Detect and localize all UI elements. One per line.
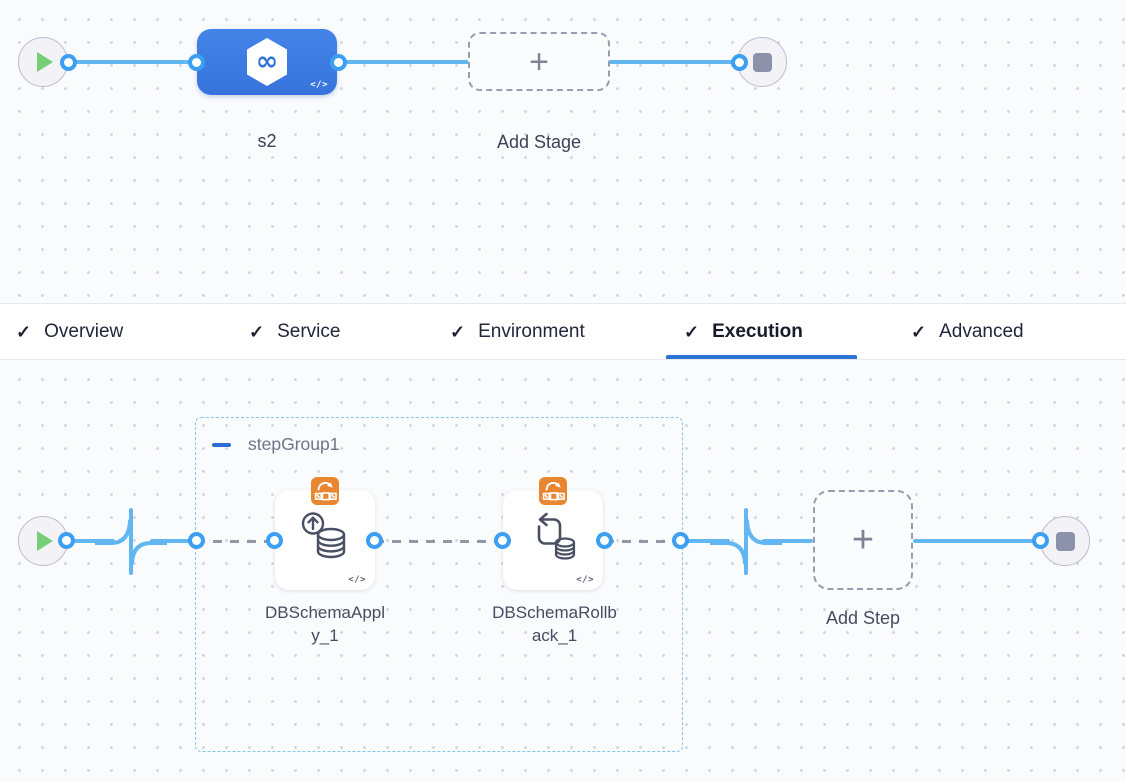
db-schema-rollback-icon [524, 509, 582, 572]
connector-port[interactable] [188, 54, 205, 71]
active-tab-underline [666, 355, 857, 359]
edge-line-dashed [605, 540, 681, 543]
connector-port[interactable] [60, 54, 77, 71]
start-node[interactable] [18, 37, 68, 87]
cd-stage-icon: ∞ [243, 36, 291, 88]
plus-icon: + [529, 42, 549, 81]
edge-line [913, 539, 1041, 543]
add-step-button[interactable]: + [813, 490, 913, 590]
step-name-label: DBSchemaRollback_1 [492, 603, 617, 645]
tab-environment[interactable]: ✓ Environment [450, 304, 585, 360]
cloudformation-icon [539, 477, 567, 510]
add-step-label: Add Step [825, 608, 901, 628]
edge-line [60, 60, 200, 64]
edge-line [762, 539, 813, 543]
play-icon [37, 531, 53, 551]
edge-line [681, 539, 730, 543]
tab-label: Environment [478, 321, 585, 342]
stage-name-label: s2 [257, 131, 277, 151]
stage-canvas: ∞ </> + s2 Add Stage [0, 0, 1126, 303]
step-group-name: stepGroup1 [248, 434, 340, 454]
play-icon [37, 52, 53, 72]
connector-port[interactable] [672, 532, 689, 549]
tab-service[interactable]: ✓ Service [249, 304, 340, 360]
edge-line [150, 539, 196, 543]
tab-overview[interactable]: ✓ Overview [16, 304, 123, 360]
connector-port[interactable] [494, 532, 511, 549]
code-view-icon[interactable]: </> [348, 575, 366, 585]
add-stage-button[interactable]: + [468, 32, 610, 91]
connector-port[interactable] [58, 532, 75, 549]
edge-line [55, 539, 115, 543]
stage-config-tabs: ✓ Overview ✓ Service ✓ Environment ✓ Exe… [0, 303, 1126, 360]
check-icon: ✓ [249, 321, 265, 342]
connector-port[interactable] [266, 532, 283, 549]
step-group-container [195, 417, 683, 752]
tab-label: Service [277, 321, 341, 342]
tab-label: Overview [44, 321, 124, 342]
add-stage-label: Add Stage [496, 132, 582, 152]
code-view-icon[interactable]: </> [310, 80, 328, 90]
connector-port[interactable] [366, 532, 383, 549]
tab-execution[interactable]: ✓ Execution [684, 304, 803, 360]
group-boundary-curve [95, 508, 167, 575]
plus-icon: + [851, 519, 875, 561]
connector-port[interactable] [596, 532, 613, 549]
cloudformation-icon [311, 477, 339, 510]
group-boundary-curve [710, 508, 782, 575]
start-node[interactable] [18, 516, 68, 566]
stage-node-s2[interactable]: ∞ </> [197, 29, 337, 95]
tab-label: Execution [712, 321, 803, 342]
svg-text:∞: ∞ [256, 46, 279, 77]
tab-label: Advanced [939, 321, 1024, 342]
check-icon: ✓ [911, 321, 927, 342]
edge-line-dashed [196, 540, 275, 543]
connector-port[interactable] [188, 532, 205, 549]
check-icon: ✓ [684, 321, 700, 342]
stop-icon [1055, 531, 1075, 551]
connector-port[interactable] [330, 54, 347, 71]
step-node-dbschemaapply[interactable]: </> [275, 477, 375, 590]
edge-line-dashed [375, 540, 503, 543]
execution-canvas: stepGroup1 [0, 360, 1126, 782]
step-group-header: stepGroup1 [212, 434, 339, 455]
connector-port[interactable] [1032, 532, 1049, 549]
step-name-label: DBSchemaApply_1 [265, 603, 386, 645]
tab-advanced[interactable]: ✓ Advanced [911, 304, 1024, 360]
stop-icon [752, 52, 772, 72]
collapse-group-button[interactable] [212, 442, 231, 447]
code-view-icon[interactable]: </> [576, 575, 594, 585]
step-node-dbschemarollback[interactable]: </> [503, 477, 603, 590]
check-icon: ✓ [450, 321, 466, 342]
check-icon: ✓ [16, 321, 32, 342]
connector-port[interactable] [731, 54, 748, 71]
db-schema-apply-icon [296, 509, 354, 572]
